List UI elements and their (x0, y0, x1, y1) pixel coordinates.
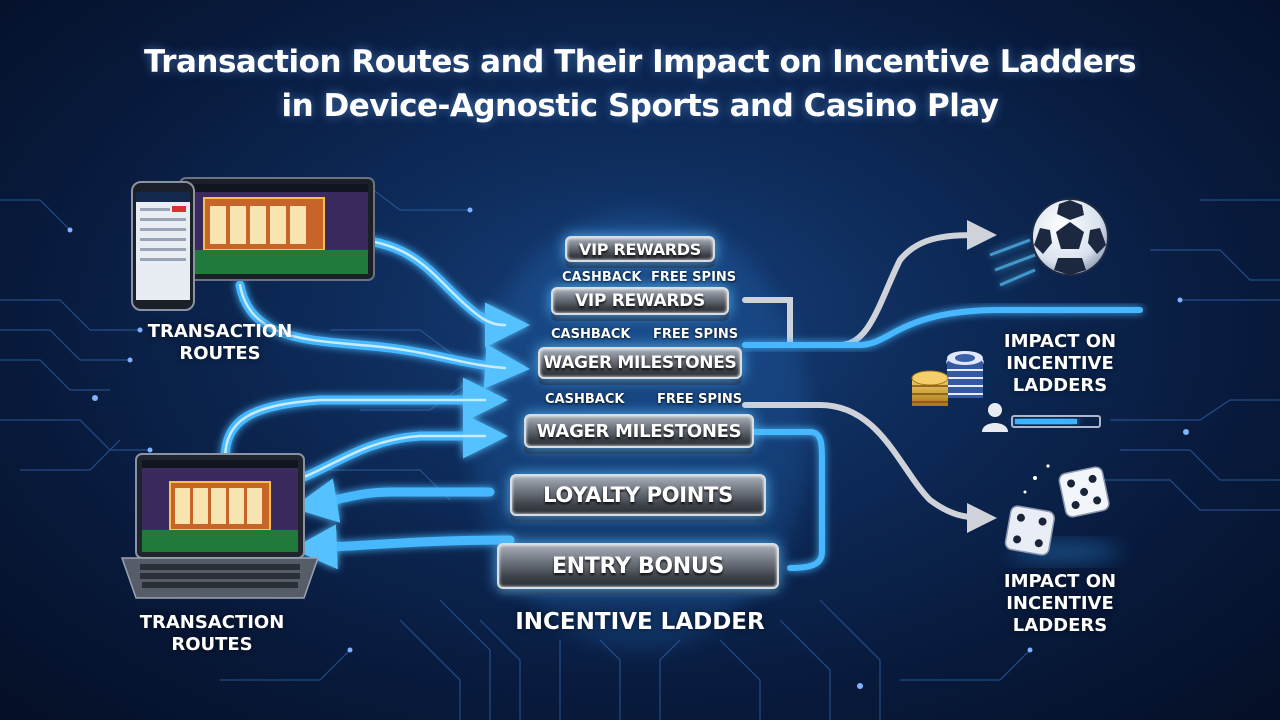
cashback-label-3: CASHBACK (545, 392, 625, 407)
ladder-step-vip-rewards: VIP REWARDS (551, 287, 729, 315)
transaction-routes-label-bottom: TRANSACTION ROUTES (139, 612, 285, 655)
free-spins-label-1: FREE SPINS (651, 270, 737, 285)
incentive-ladder-caption: INCENTIVE LADDER (515, 609, 765, 635)
incoming-routes-core (223, 236, 507, 484)
impact-label-bottom: IMPACT ON INCENTIVE LADDERS (1003, 571, 1117, 636)
ladder-step-wager-milestones-upper: WAGER MILESTONES (538, 347, 742, 379)
outgoing-routes (741, 220, 1143, 571)
ladder-step-wager-milestones: WAGER MILESTONES (524, 414, 754, 448)
title-line-2: in Device-Agnostic Sports and Casino Pla… (281, 88, 999, 124)
title-line-1: Transaction Routes and Their Impact on I… (143, 44, 1137, 80)
phone-tablet-device (131, 177, 375, 311)
impact-label-top: IMPACT ON INCENTIVE LADDERS (1003, 331, 1117, 396)
ladder-step-loyalty-points: LOYALTY POINTS (510, 474, 766, 516)
laptop-device (120, 453, 320, 599)
cashback-label-1: CASHBACK (562, 270, 642, 285)
dice-icon (1004, 464, 1120, 560)
casino-chips-icon (911, 351, 984, 406)
free-spins-label-2: FREE SPINS (653, 327, 739, 342)
user-progress-icon (982, 403, 1101, 432)
free-spins-label-3: FREE SPINS (657, 392, 743, 407)
transaction-routes-label-top: TRANSACTION ROUTES (147, 321, 293, 364)
circuit-nodes (67, 207, 1189, 689)
cashback-label-2: CASHBACK (551, 327, 631, 342)
soccer-ball-icon (989, 198, 1109, 287)
ladder-step-entry-bonus: ENTRY BONUS (497, 543, 779, 589)
ladder-step-vip-rewards-top: VIP REWARDS (565, 236, 715, 262)
